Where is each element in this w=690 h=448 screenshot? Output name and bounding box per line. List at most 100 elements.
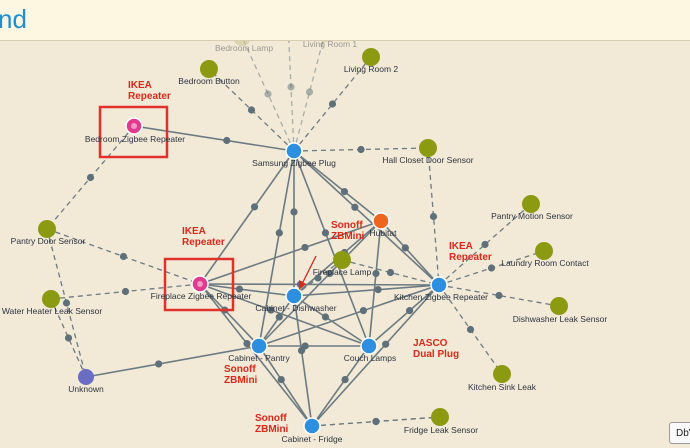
node-label-bedroom_rep: Bedroom Zigbee Repeater bbox=[85, 134, 185, 144]
node-kitchen_rep[interactable] bbox=[430, 276, 448, 294]
node-label-fireplace_rep: Fireplace Zigbee Repeater bbox=[151, 291, 252, 301]
annotation-arrow bbox=[301, 255, 317, 285]
link-marker-kitchen_rep-couch bbox=[406, 307, 414, 315]
link-marker-fireplace_lamp-cab_dish bbox=[314, 274, 322, 282]
link-marker-samsung-kitchen_rep bbox=[351, 203, 359, 211]
node-laundry[interactable] bbox=[535, 242, 553, 260]
link-marker-kitchen_rep-cab_dish bbox=[374, 286, 382, 294]
link-marker-pantry_door-fireplace_rep bbox=[119, 252, 128, 261]
link-marker-samsung-cab_pantry bbox=[275, 229, 283, 237]
link-cab_dish-couch bbox=[293, 295, 370, 347]
link-couch-cab_fridge bbox=[311, 345, 370, 427]
node-pantry_motion[interactable] bbox=[522, 195, 540, 213]
node-label-laundry: Laundry Room Contact bbox=[501, 258, 589, 268]
link-marker-hall_closet-kitchen_rep bbox=[429, 212, 438, 221]
link-marker-kitchen_rep-sink_leak bbox=[466, 325, 475, 334]
node-label-cab_fridge: Cabinet - Fridge bbox=[282, 434, 343, 444]
dashed-link-samsung-living2 bbox=[293, 56, 372, 152]
node-cab_fridge[interactable] bbox=[303, 417, 321, 435]
link-marker-hub-kitchen_rep bbox=[401, 244, 409, 252]
link-marker-samsung-cab_dish bbox=[290, 208, 298, 216]
link-marker-cab_pantry-couch bbox=[301, 342, 309, 350]
link-fireplace_rep-cab_fridge bbox=[199, 283, 313, 427]
label-layer: Hubitat Samsung Zigbee Plug Bedroom Zigbee… bbox=[2, 30, 608, 444]
link-kitchen_rep-cab_dish bbox=[293, 284, 440, 297]
link-marker-kitchen_rep-laundry bbox=[487, 264, 496, 272]
node-dish_leak[interactable] bbox=[550, 297, 568, 315]
node-water_heater[interactable] bbox=[42, 290, 60, 308]
node-label-pantry_door: Pantry Door Sensor bbox=[11, 236, 86, 246]
link-kitchen_rep-cab_pantry bbox=[258, 284, 440, 347]
node-samsung[interactable] bbox=[285, 142, 303, 160]
link-marker-cab_dish-couch bbox=[321, 313, 330, 321]
link-samsung-kitchen_rep bbox=[293, 150, 440, 286]
link-marker-pantry_door-unknown bbox=[62, 299, 71, 307]
link-marker-cab_pantry-cab_fridge bbox=[277, 376, 285, 384]
node-fridge_leak[interactable] bbox=[431, 408, 449, 426]
annotation-arrow-head bbox=[299, 280, 306, 290]
node-fireplace_lamp[interactable] bbox=[333, 251, 351, 269]
link-marker-cab_dish-cab_pantry bbox=[275, 313, 283, 321]
highlight-box-bedroom-repeater bbox=[98, 105, 169, 159]
node-hall_closet[interactable] bbox=[419, 139, 437, 157]
highlight-box-fireplace-repeater bbox=[163, 257, 235, 312]
link-marker-kitchen_rep-cab_pantry bbox=[359, 307, 367, 315]
node-couch[interactable] bbox=[360, 337, 378, 355]
node-unknown[interactable] bbox=[78, 369, 94, 385]
link-marker-fireplace_rep-cab_fridge bbox=[243, 340, 251, 348]
node-hub[interactable] bbox=[372, 212, 390, 230]
link-marker-samsung-hall_closet bbox=[357, 145, 365, 154]
link-marker-samsung-faded_upstairs bbox=[287, 83, 295, 91]
page-title: nd bbox=[0, 4, 27, 34]
link-marker-samsung-living2 bbox=[328, 100, 337, 108]
node-label-fireplace_lamp: Fireplace Lamp bbox=[313, 267, 372, 277]
link-hub-samsung bbox=[293, 150, 382, 222]
link-marker-samsung-couch bbox=[321, 229, 330, 237]
link-marker-water_heater-unknown bbox=[64, 334, 73, 342]
node-label-living2: Living Room 2 bbox=[344, 64, 399, 74]
link-marker-kitchen_rep-dish_leak bbox=[495, 291, 503, 300]
link-marker-samsung-faded_bedlamp bbox=[264, 90, 272, 98]
link-marker-unknown-cab_pantry bbox=[155, 360, 163, 368]
edge-layer bbox=[46, 22, 560, 427]
link-marker-couch-cab_fridge bbox=[341, 376, 349, 384]
node-living2[interactable] bbox=[362, 48, 380, 66]
link-samsung-cab_pantry bbox=[258, 150, 295, 347]
dashed-link-kitchen_rep-dish_leak bbox=[438, 284, 560, 307]
link-hub-cab_pantry bbox=[258, 220, 382, 347]
node-label-hall_closet: Hall Closet Door Sensor bbox=[382, 155, 473, 165]
link-samsung-bedroom_rep bbox=[133, 125, 295, 152]
link-cab_pantry-cab_fridge bbox=[258, 345, 313, 427]
dashed-link-fireplace_lamp-kitchen_rep bbox=[341, 259, 440, 286]
dashed-link-samsung-faded_bedlamp bbox=[241, 36, 295, 152]
node-pantry_door[interactable] bbox=[38, 220, 56, 238]
node-cab_dish[interactable] bbox=[285, 287, 303, 305]
node-cab_pantry[interactable] bbox=[250, 337, 268, 355]
node-label-dish_leak: Dishwasher Leak Sensor bbox=[513, 314, 608, 324]
link-marker-samsung-fireplace_rep bbox=[250, 203, 259, 211]
node-label-water_heater: Water Heater Leak Sensor bbox=[2, 306, 102, 316]
highlight-box-layer bbox=[98, 105, 235, 312]
node-label-couch: Couch Lamps bbox=[344, 353, 396, 363]
link-marker-hub-fireplace_rep bbox=[301, 243, 309, 252]
node-label-unknown: Unknown bbox=[68, 384, 104, 394]
link-marker-hub-couch bbox=[372, 269, 380, 278]
link-marker-fireplace_rep-couch bbox=[267, 306, 275, 314]
dashed-link-samsung-faded_living1 bbox=[293, 32, 326, 152]
node-label-hub: Hubitat bbox=[370, 228, 398, 238]
link-marker-samsung-bedroom_rep bbox=[223, 136, 231, 145]
node-label-faded_living1: Living Room 1 bbox=[303, 39, 358, 49]
link-unknown-cab_pantry bbox=[85, 345, 260, 378]
link-marker-water_heater-fireplace_rep bbox=[121, 287, 130, 296]
node-label-samsung: Samsung Zigbee Plug bbox=[252, 158, 336, 168]
corner-button[interactable]: DbV bbox=[669, 422, 690, 444]
node-sink_leak[interactable] bbox=[493, 365, 511, 383]
node-bedroom_button[interactable] bbox=[200, 60, 218, 78]
link-marker-samsung-faded_living1 bbox=[305, 88, 314, 96]
node-label-bedroom_button: Bedroom Button bbox=[178, 76, 240, 86]
link-marker-hub-cab_pantry bbox=[326, 269, 334, 278]
